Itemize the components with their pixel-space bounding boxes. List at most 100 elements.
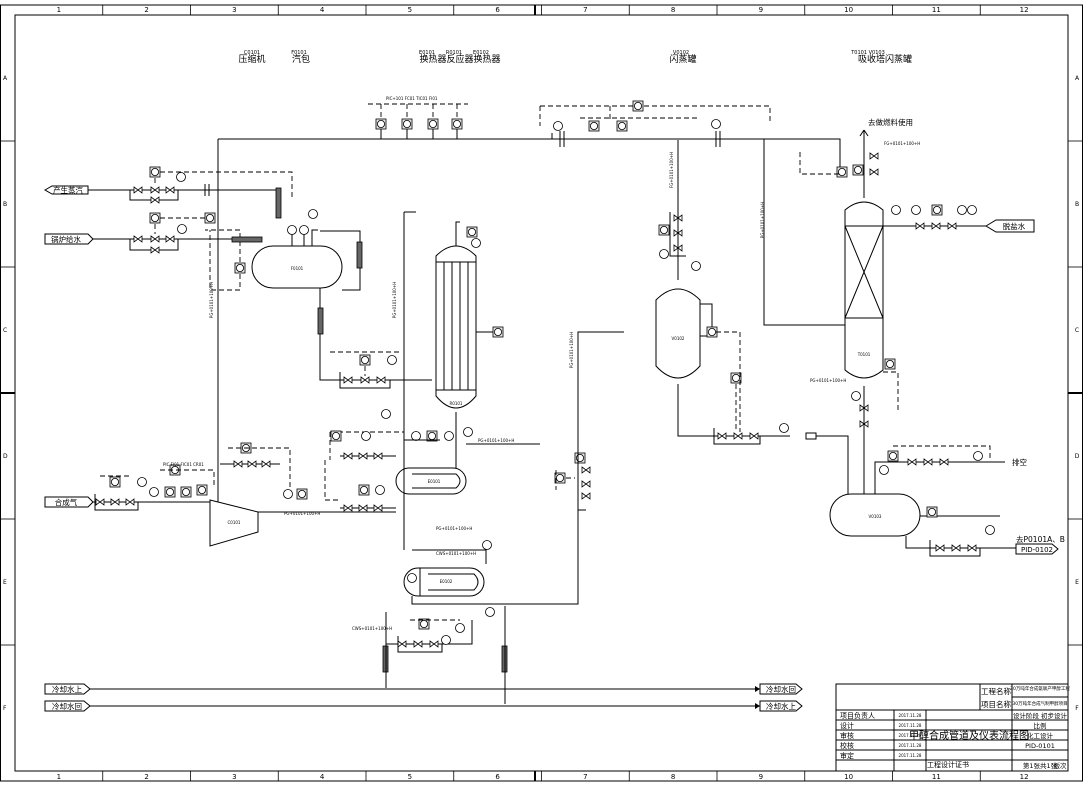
svg-text:V0102: V0102 [673, 50, 689, 56]
svg-text:校核: 校核 [840, 741, 854, 750]
stream-cw-supply[interactable]: 冷却水上 [44, 683, 91, 695]
flash-drum-v0102[interactable]: V0102 [655, 288, 701, 379]
equipment-title-exchangers: E0101 R0101 E0102 换热器反应器换热器 [419, 50, 500, 65]
grid-column-label: 7 [583, 773, 587, 781]
grid-row-label: F [3, 705, 7, 712]
svg-text:闪蒸罐: 闪蒸罐 [669, 53, 696, 65]
svg-text:冷却水上: 冷却水上 [52, 684, 82, 694]
grid-column-label: 1 [57, 6, 61, 14]
svg-text:2017.11.28: 2017.11.28 [899, 723, 922, 728]
svg-text:CWS+0101+100+H: CWS+0101+100+H [436, 551, 476, 556]
grid-column-label: 2 [144, 6, 148, 14]
svg-text:PG+0101+100+H: PG+0101+100+H [569, 332, 574, 368]
svg-text:PG+0101+100+H: PG+0101+100+H [436, 526, 472, 531]
svg-text:R0101: R0101 [450, 401, 463, 406]
svg-text:FG+0101+100+H: FG+0101+100+H [669, 152, 674, 188]
stream-steam-out[interactable]: 产生蒸汽 [43, 185, 89, 195]
stream-cw-return[interactable]: 冷却水回 [44, 700, 91, 712]
svg-text:E0102: E0102 [473, 50, 489, 56]
reactor[interactable]: R0101 [435, 245, 477, 409]
grid-column-label: 10 [844, 773, 853, 781]
svg-text:F0101: F0101 [291, 50, 307, 56]
svg-text:30万吨年合成氨联产甲醇工程: 30万吨年合成氨联产甲醇工程 [1010, 685, 1070, 692]
svg-text:30万吨年合成气制甲醇项目: 30万吨年合成气制甲醇项目 [1012, 700, 1067, 707]
svg-text:工程设计证书: 工程设计证书 [927, 760, 969, 769]
stream-desalt-water[interactable]: 脱盐水 [985, 219, 1035, 233]
grid-column-label: 11 [932, 773, 941, 781]
exchanger-e0102[interactable]: E0102 [403, 567, 485, 597]
grid-column-label: 5 [408, 773, 412, 781]
stream-boiler-water[interactable]: 锅炉给水 [44, 233, 94, 245]
svg-text:PG+0101+100+H: PG+0101+100+H [478, 438, 514, 443]
flash-drum-v0103[interactable]: V0103 [829, 493, 921, 537]
svg-text:E0102: E0102 [440, 579, 453, 584]
grid-row-label: D [3, 453, 8, 460]
grid-column-label: 12 [1020, 773, 1029, 781]
equipment-title-compressor: C0101 压缩机 [238, 50, 265, 65]
grid-row-label: E [3, 579, 7, 586]
stream-cw-supply-end[interactable]: 冷却水回 [759, 683, 803, 695]
svg-text:V0103: V0103 [869, 514, 882, 519]
stream-syngas[interactable]: 合成气 [44, 496, 94, 508]
svg-text:2017.11.28: 2017.11.28 [899, 733, 922, 738]
equipment-title-flash: V0102 闪蒸罐 [669, 50, 696, 65]
svg-text:审核: 审核 [840, 731, 854, 740]
grid-row-label: A [1075, 75, 1080, 82]
svg-text:项目负责人: 项目负责人 [840, 711, 875, 720]
grid-column-label: 9 [759, 773, 763, 781]
svg-text:版次: 版次 [1054, 761, 1068, 770]
grid-row-label: C [3, 327, 7, 334]
svg-text:E0101: E0101 [428, 479, 441, 484]
svg-text:脱盐水: 脱盐水 [1003, 221, 1026, 231]
svg-text:去做燃料使用: 去做燃料使用 [868, 117, 913, 127]
absorber-tower[interactable]: T0101 [844, 201, 884, 379]
svg-text:第1张共1张: 第1张共1张 [1023, 761, 1058, 770]
svg-text:设计: 设计 [840, 721, 854, 730]
svg-text:F0101: F0101 [291, 266, 304, 271]
svg-text:PG+0101+100+H: PG+0101+100+H [209, 282, 214, 318]
svg-text:PID-0101: PID-0101 [1025, 742, 1055, 750]
svg-text:PG+0101+100+H: PG+0101+100+H [284, 511, 320, 516]
grid-row-label: B [3, 201, 7, 208]
svg-text:T0101: T0101 [857, 352, 871, 357]
grid-column-label: 3 [232, 773, 236, 781]
steam-drum[interactable]: F0101 [251, 245, 343, 289]
svg-text:合成气: 合成气 [55, 497, 78, 507]
grid-row-label: E [1075, 579, 1079, 586]
grid-column-label: 6 [495, 773, 500, 781]
grid-column-label: 4 [320, 6, 325, 14]
svg-text:PG+0101+100+H: PG+0101+100+H [760, 202, 765, 238]
svg-text:设计阶段 初步设计: 设计阶段 初步设计 [1013, 711, 1068, 720]
svg-text:吸收塔闪蒸罐: 吸收塔闪蒸罐 [858, 53, 912, 65]
svg-text:C0101: C0101 [244, 50, 260, 56]
svg-text:V0102: V0102 [672, 336, 685, 341]
grid-column-label: 8 [671, 773, 675, 781]
svg-text:E0101: E0101 [419, 50, 435, 56]
svg-text:2017.11.28: 2017.11.28 [899, 743, 922, 748]
svg-text:产生蒸汽: 产生蒸汽 [53, 185, 83, 195]
svg-text:CWS+0101+100+H: CWS+0101+100+H [352, 626, 392, 631]
grid-column-label: 11 [932, 6, 941, 14]
svg-text:冷却水回: 冷却水回 [52, 701, 82, 711]
svg-text:T0101 V0103: T0101 V0103 [850, 50, 885, 56]
svg-text:锅炉给水: 锅炉给水 [51, 234, 81, 244]
svg-text:甲醇合成管道及仪表流程图: 甲醇合成管道及仪表流程图 [909, 729, 1029, 742]
svg-text:2017.11.28: 2017.11.28 [899, 753, 922, 758]
compressor[interactable]: C0101 [209, 499, 259, 547]
stream-cw-return-end[interactable]: 冷却水上 [759, 700, 803, 712]
svg-text:PG+0101+100+H: PG+0101+100+H [810, 378, 846, 383]
grid-column-label: 10 [844, 6, 853, 14]
svg-text:汽包: 汽包 [292, 53, 310, 65]
svg-text:项目名称: 项目名称 [981, 699, 1011, 709]
svg-text:PIC FI01 FIC01 CR01: PIC FI01 FIC01 CR01 [163, 462, 204, 467]
svg-text:化工设计: 化工设计 [1027, 731, 1054, 740]
svg-text:PIC+101 FC01 TIC01 FI01: PIC+101 FC01 TIC01 FI01 [386, 96, 438, 101]
stream-to-pump[interactable]: PID-0102 [1015, 543, 1059, 555]
exchanger-e0101[interactable]: E0101 [395, 467, 467, 495]
grid-column-label: 6 [495, 6, 500, 14]
svg-text:PG+0101+100+H: PG+0101+100+H [392, 282, 397, 318]
svg-text:冷却水上: 冷却水上 [766, 701, 796, 711]
